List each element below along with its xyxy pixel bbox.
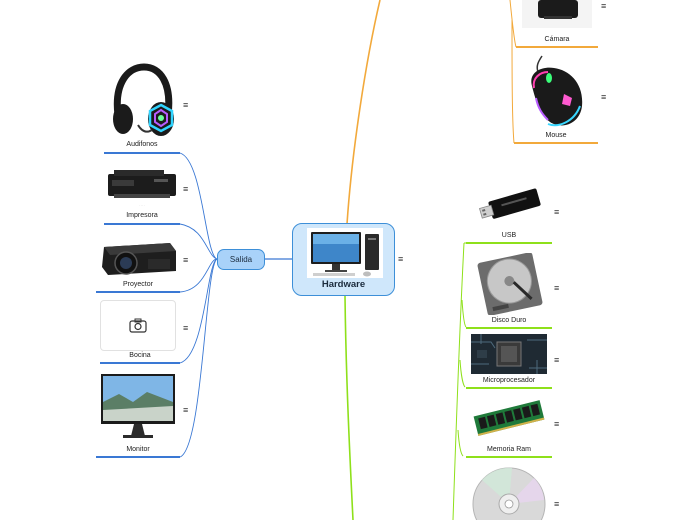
hard-disk-icon — [477, 253, 543, 315]
root-menu-icon[interactable]: ≡ — [398, 254, 404, 264]
node-mouse[interactable]: Mouse — [514, 54, 598, 145]
headphones-icon — [113, 63, 174, 136]
usb-drive-icon — [479, 188, 541, 219]
node-underline — [466, 327, 552, 329]
node-underline — [516, 46, 598, 48]
node-disco-duro[interactable]: Disco Duro — [466, 253, 552, 329]
node-camara[interactable]: Cámara — [516, 0, 598, 48]
disco-duro-menu-icon[interactable]: ≡ — [554, 283, 560, 293]
branch-node-salida[interactable]: Salida — [217, 249, 265, 270]
node-bocina[interactable]: Bocina — [100, 299, 180, 365]
node-label: Microprocesador — [482, 377, 536, 384]
root-node-hardware[interactable]: Hardware — [292, 223, 395, 296]
node-underline — [466, 242, 552, 244]
node-underline — [100, 362, 180, 364]
node-underline — [466, 387, 552, 389]
projector-icon — [102, 243, 176, 275]
node-label: Monitor — [126, 446, 150, 453]
cd-menu-icon[interactable]: ≡ — [554, 499, 560, 509]
memoria-ram-menu-icon[interactable]: ≡ — [554, 419, 560, 429]
node-memoria-ram[interactable]: Memoria Ram — [466, 394, 552, 458]
node-underline — [104, 152, 180, 154]
gaming-mouse-icon — [531, 55, 583, 127]
camara-menu-icon[interactable]: ≡ — [601, 1, 607, 11]
printer-icon: · · · · — [108, 170, 176, 207]
node-label: Mouse — [545, 132, 567, 139]
ram-module-icon — [473, 400, 545, 436]
node-label: Impresora — [126, 212, 158, 219]
cd-disc-icon — [472, 467, 546, 520]
svg-text:· · · ·: · · · · — [139, 203, 146, 207]
node-label: Bocina — [129, 352, 151, 359]
node-proyector[interactable]: Proyector — [96, 231, 180, 293]
node-microprocesador[interactable]: Microprocesador — [466, 334, 552, 389]
bocina-menu-icon[interactable]: ≡ — [183, 323, 189, 333]
audifonos-menu-icon[interactable]: ≡ — [183, 100, 189, 110]
node-impresora[interactable]: · · · · Impresora — [104, 166, 180, 226]
monitor-menu-icon[interactable]: ≡ — [183, 405, 189, 415]
node-underline — [104, 223, 180, 225]
monitor-icon — [101, 374, 175, 438]
mouse-menu-icon[interactable]: ≡ — [601, 92, 607, 102]
node-label: Memoria Ram — [487, 446, 531, 453]
node-cd[interactable] — [466, 464, 552, 520]
image-placeholder[interactable] — [100, 300, 176, 351]
node-label: Disco Duro — [491, 317, 527, 324]
cpu-chip-icon — [471, 334, 547, 374]
node-underline — [96, 456, 180, 458]
node-label: Proyector — [123, 281, 153, 288]
webcam-icon — [522, 0, 592, 28]
node-audifonos[interactable]: Audifonos — [104, 60, 180, 154]
impresora-menu-icon[interactable]: ≡ — [183, 184, 189, 194]
camera-icon — [129, 318, 147, 333]
node-label: Cámara — [544, 36, 570, 43]
node-label: Audifonos — [126, 141, 158, 148]
node-underline — [466, 456, 552, 458]
node-monitor[interactable]: Monitor — [96, 370, 180, 459]
node-underline — [514, 142, 598, 144]
desktop-computer-icon — [307, 228, 383, 278]
node-underline — [96, 291, 180, 293]
usb-menu-icon[interactable]: ≡ — [554, 207, 560, 217]
node-usb[interactable]: USB — [466, 188, 552, 245]
node-label: USB — [501, 232, 517, 239]
root-label: Hardware — [321, 279, 366, 290]
proyector-menu-icon[interactable]: ≡ — [183, 255, 189, 265]
microprocesador-menu-icon[interactable]: ≡ — [554, 355, 560, 365]
